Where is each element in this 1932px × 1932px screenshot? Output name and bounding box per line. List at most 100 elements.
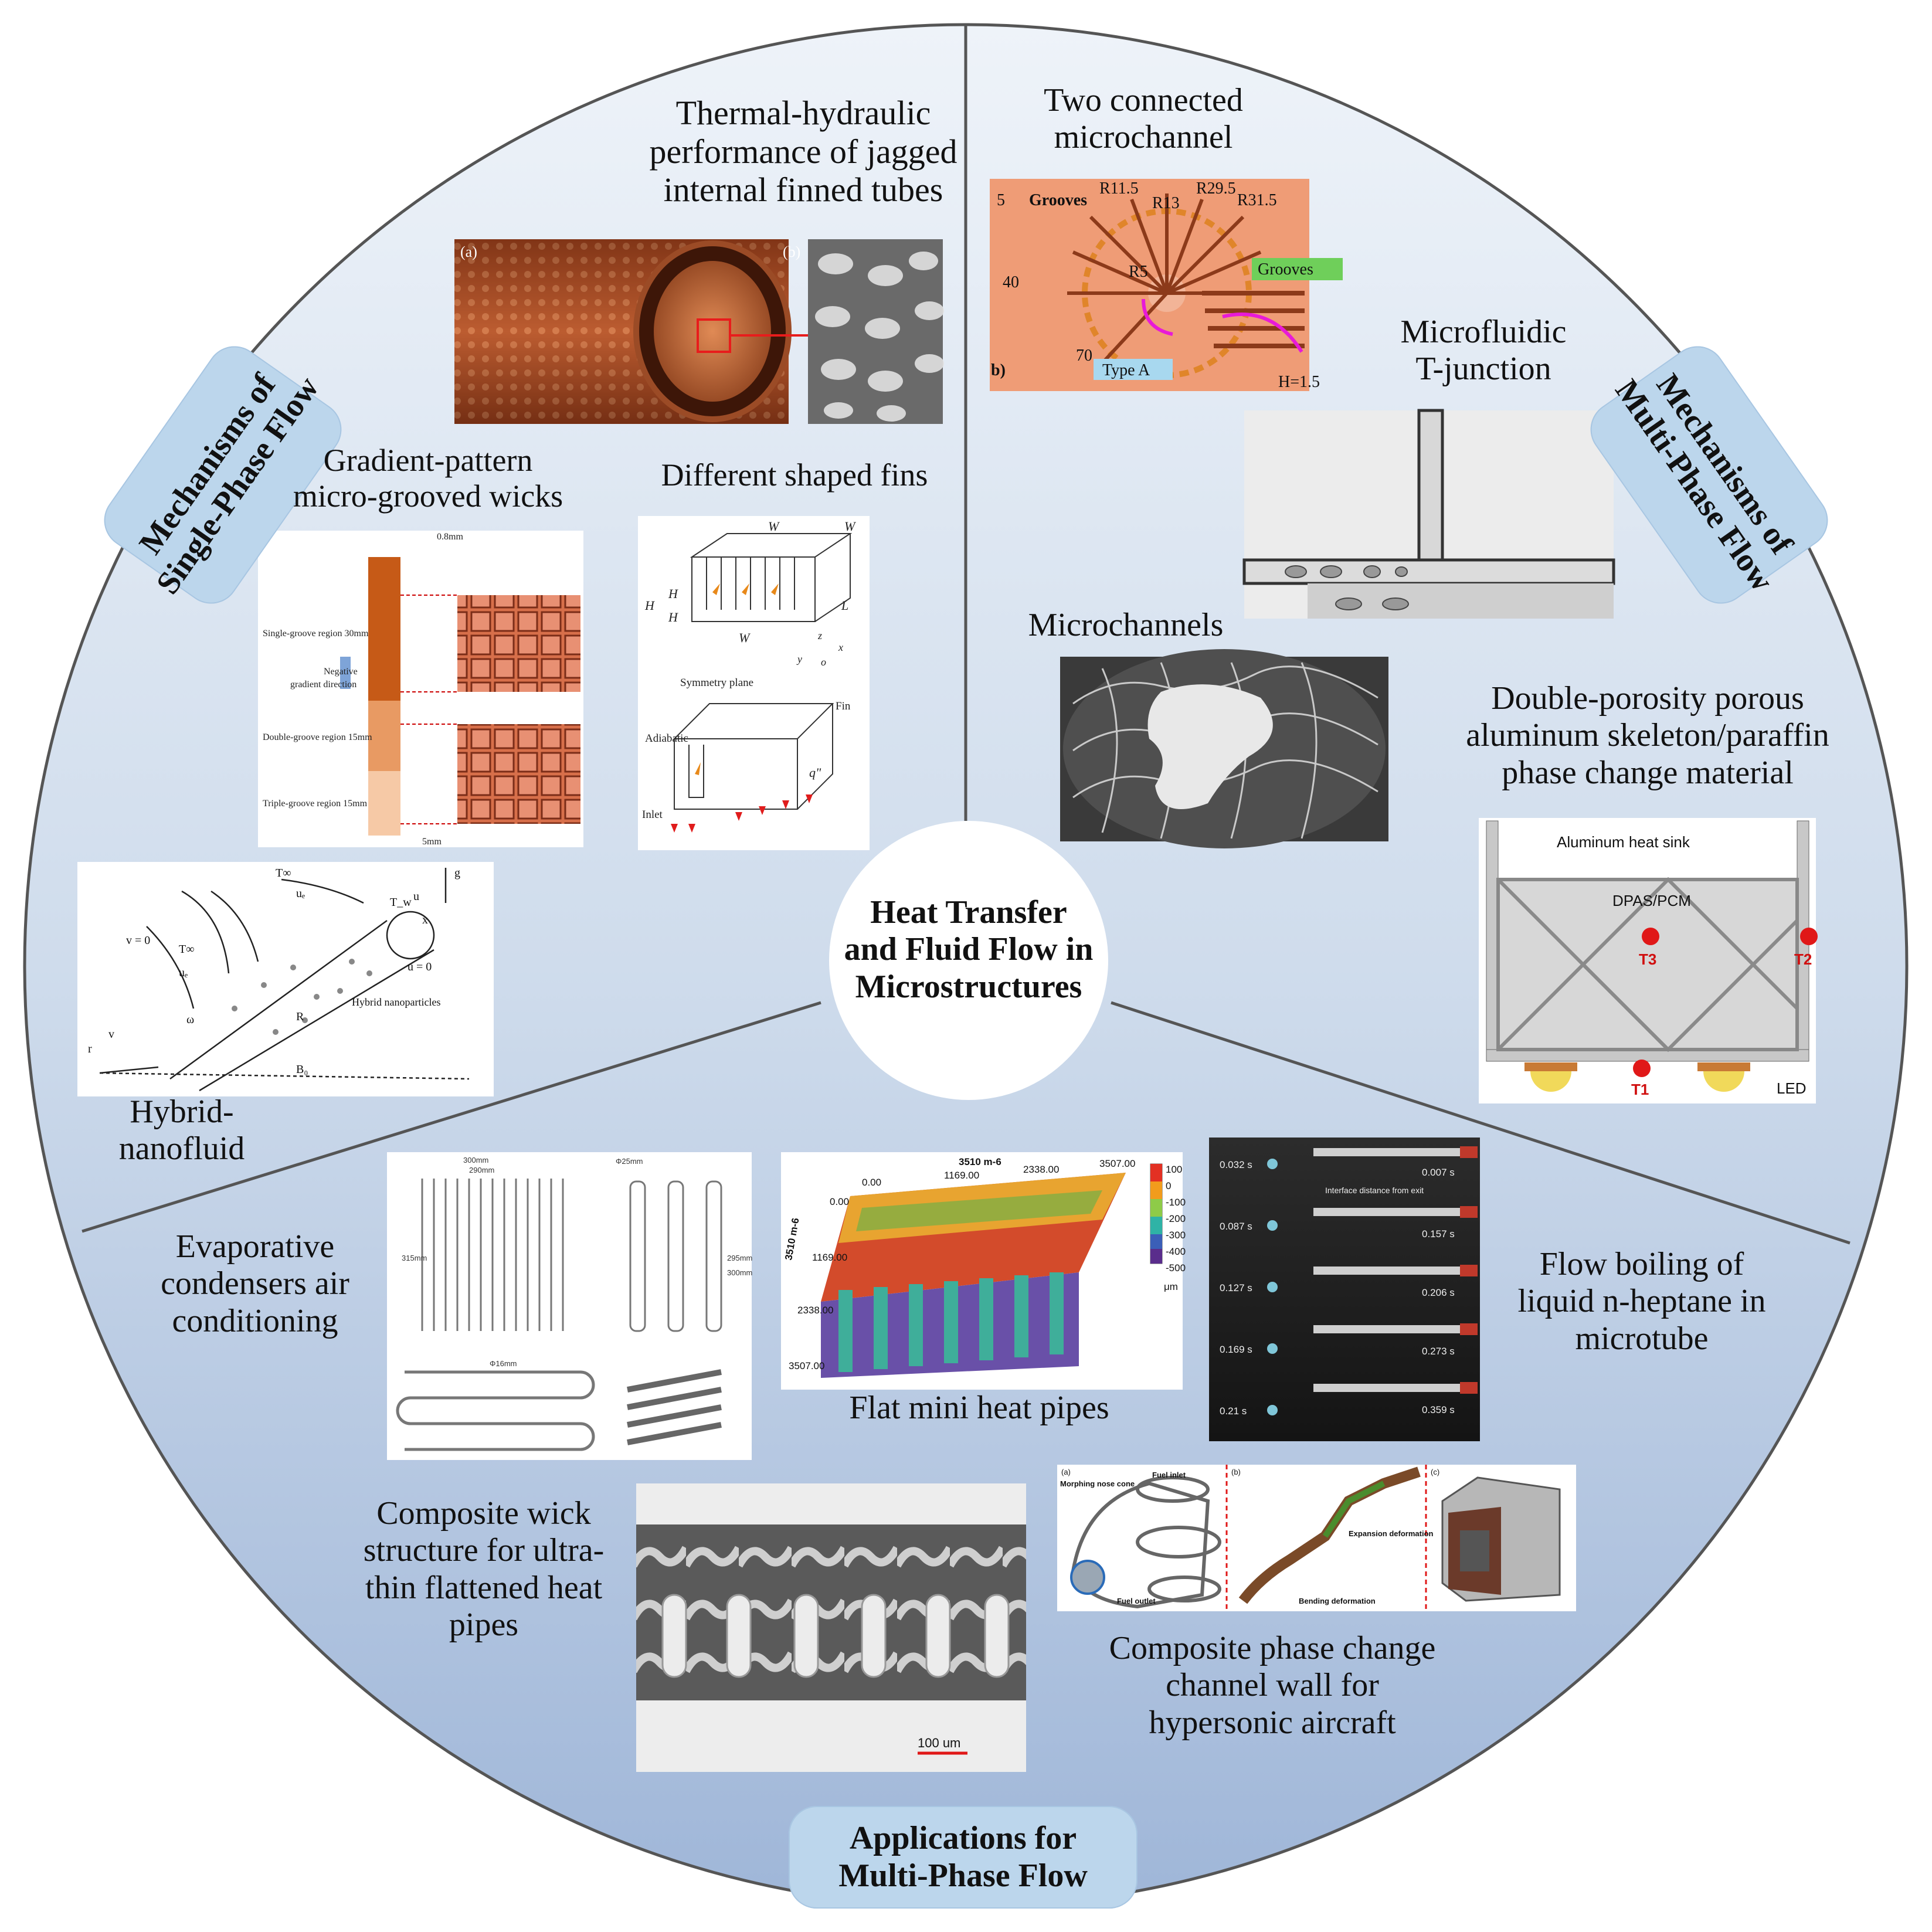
- nano-t-inf-1: T∞: [276, 867, 291, 880]
- pcm-t1: T1: [1631, 1081, 1649, 1098]
- hp-s2: -100: [1166, 1197, 1186, 1208]
- micro-grooves-2: Grooves: [1258, 260, 1313, 279]
- ac-fuel-out: Fuel outlet: [1117, 1597, 1156, 1605]
- center-line-3: Microstructures: [855, 968, 1082, 1005]
- hp-title: 3510 m-6: [959, 1156, 1001, 1167]
- ac-nose: Morphing nose cone: [1060, 1479, 1135, 1488]
- hp-s3: -200: [1166, 1213, 1186, 1224]
- hp-y3: 3507.00: [789, 1360, 824, 1371]
- wick-region3: Triple-groove region 15mm: [263, 799, 368, 809]
- tube-label-a: (a): [460, 243, 477, 260]
- fb-left-1: 0.032 s: [1220, 1159, 1252, 1170]
- nano-u: u: [413, 890, 419, 903]
- ac-b: (b): [1231, 1468, 1241, 1476]
- flat-heat-pipes-image: 3510 m-6 0.00 1169.00 2338.00 3507.00 0.…: [781, 1152, 1186, 1390]
- evap-d4: 295mm: [727, 1254, 752, 1262]
- jagged-tube-image: (a) (b): [454, 239, 944, 424]
- fb-left-3: 0.127 s: [1220, 1282, 1252, 1293]
- hp-s5: -400: [1166, 1246, 1186, 1257]
- topic-evaporative: Evaporative condensers air conditioning: [161, 1228, 349, 1339]
- hp-x2: 2338.00: [1023, 1164, 1059, 1175]
- micro-r31-5: R31.5: [1237, 191, 1277, 209]
- nano-ue-1: uₑ: [296, 887, 305, 900]
- fins-hw: H: [668, 610, 678, 624]
- nano-hybrid: Hybrid nanoparticles: [352, 996, 440, 1008]
- topic-hybrid-nanofluid: Hybrid- nanofluid: [118, 1094, 245, 1167]
- hp-y0: 0.00: [830, 1196, 849, 1207]
- topic-microgrooved-wicks: Gradient-pattern micro-grooved wicks: [293, 443, 563, 514]
- nano-R: R: [296, 1010, 304, 1023]
- hybrid-nanofluid-image: T∞ uₑ v = 0 T∞ uₑ T_w u g x u = 0 r v ω …: [77, 862, 494, 1096]
- fins-wc: W: [768, 519, 780, 534]
- hp-x1: 1169.00: [944, 1170, 979, 1181]
- pcm-sink: Aluminum heat sink: [1557, 833, 1690, 851]
- topic-composite-wick: Composite wick structure for ultra- thin…: [363, 1495, 605, 1643]
- wick-top-dim: 0.8mm: [437, 532, 463, 542]
- nano-g: g: [454, 867, 460, 880]
- micro-5: 5: [997, 191, 1005, 209]
- fins-w: W: [739, 630, 751, 645]
- center-line-1: Heat Transfer: [870, 894, 1067, 931]
- composite-wick-image: 100 um: [636, 1483, 1026, 1772]
- hp-y1: 1169.00: [812, 1252, 847, 1263]
- fins-l: L: [841, 598, 848, 613]
- divider-right: [1111, 1001, 1850, 1245]
- fb-right-5: 0.359 s: [1422, 1404, 1455, 1415]
- hypersonic-channel-image: (a) (b) (c) Morphing nose cone Fuel inle…: [1057, 1465, 1576, 1611]
- double-porosity-image: Aluminum heat sink DPAS/PCM T3 T2 T1 LED: [1479, 818, 1818, 1103]
- pcm-dpas: DPAS/PCM: [1612, 892, 1691, 909]
- hp-x0: 0.00: [862, 1177, 881, 1188]
- wick-gradient-2: gradient direction: [290, 680, 356, 690]
- micro-type: Type A: [1102, 361, 1150, 379]
- micro-grooves-1: Grooves: [1029, 191, 1087, 209]
- ac-a: (a): [1061, 1468, 1071, 1476]
- t-junction-image: [1242, 409, 1615, 619]
- hp-x3: 3507.00: [1099, 1158, 1135, 1169]
- hp-s1: 0: [1166, 1180, 1171, 1191]
- nano-omega: ω: [186, 1013, 194, 1026]
- topic-double-porosity: Double-porosity porous aluminum skeleton…: [1466, 680, 1829, 791]
- fb-right-4: 0.273 s: [1422, 1346, 1455, 1357]
- micro-40: 40: [1003, 273, 1019, 291]
- divider-left: [82, 1001, 821, 1233]
- connected-microchannel-image: 5 Grooves R11.5 R13 R29.5 R31.5 Grooves …: [990, 179, 1343, 391]
- pcm-led: LED: [1777, 1079, 1807, 1097]
- fins-q: q": [809, 765, 821, 780]
- fins-inlet: Inlet: [642, 809, 663, 821]
- topic-composite-wall: Composite phase change channel wall for …: [1109, 1630, 1436, 1741]
- fins-sym: Symmetry plane: [680, 677, 753, 689]
- nano-b0: B₀: [296, 1063, 308, 1076]
- fb-note: Interface distance from exit: [1325, 1186, 1424, 1195]
- micro-r13: R13: [1152, 194, 1180, 212]
- evap-d7: Φ25mm: [616, 1157, 643, 1166]
- section-applications: Applications for Multi-Phase Flow: [789, 1806, 1138, 1909]
- fins-axis-o: o: [821, 656, 826, 668]
- microchannels-image: [1060, 649, 1388, 848]
- ac-bending: Bending deformation: [1299, 1597, 1376, 1605]
- fb-left-2: 0.087 s: [1220, 1221, 1252, 1232]
- fins-fin: Fin: [836, 700, 851, 712]
- fb-left-4: 0.169 s: [1220, 1344, 1252, 1355]
- nano-tw: T_w: [390, 896, 412, 909]
- ac-fuel-in: Fuel inlet: [1152, 1471, 1186, 1479]
- fins-axis-z: z: [817, 630, 822, 641]
- fb-right-1: 0.007 s: [1422, 1167, 1455, 1178]
- center-line-2: and Fluid Flow in: [844, 931, 1094, 968]
- ac-expansion: Expansion deformation: [1349, 1529, 1434, 1538]
- topic-flat-heat-pipes: Flat mini heat pipes: [849, 1390, 1109, 1426]
- nano-x: x: [422, 914, 428, 926]
- wick-region2: Double-groove region 15mm: [263, 732, 372, 742]
- fins-ww: W: [844, 519, 856, 534]
- pcm-t2: T2: [1794, 950, 1812, 968]
- micro-r11-5: R11.5: [1099, 179, 1139, 198]
- micro-70: 70: [1076, 347, 1092, 365]
- shaped-fins-image: W W H H H W L Symmetry plane Fin Adiabat…: [638, 516, 870, 850]
- flow-boiling-image: 0.032 s 0.087 s 0.127 s 0.169 s 0.21 s 0…: [1209, 1138, 1480, 1441]
- topic-t-junction: Microfluidic T-junction: [1400, 314, 1567, 388]
- micro-h: H=1.5: [1278, 373, 1320, 391]
- ac-c: (c): [1431, 1468, 1439, 1476]
- topic-microchannels: Microchannels: [1028, 607, 1224, 643]
- fins-axis-x: x: [838, 641, 843, 653]
- hp-s6: -500: [1166, 1262, 1186, 1274]
